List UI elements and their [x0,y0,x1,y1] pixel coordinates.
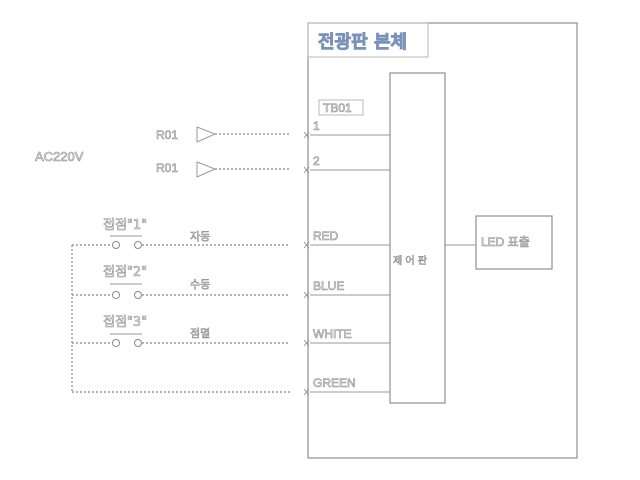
main-unit-box [307,22,578,459]
terminal-marker-icon [303,241,310,249]
signal-blue-label: BLUE [313,279,344,293]
power-input-1-arrow-icon [196,126,217,143]
contact-1-mode: 자동 [190,230,210,243]
main-unit-title: 전광판 본체 [318,32,407,53]
terminal-marker-icon [303,131,310,139]
main-unit-title-box [307,22,429,58]
terminal-marker-icon [303,166,310,174]
contact-1-label: 접점"1" [103,218,147,233]
controller-box [389,72,446,404]
power-label: AC220V [35,149,84,164]
led-display-box [475,215,553,270]
terminal-1-label: 1 [313,119,320,133]
contact-2-label: 접점"2" [103,265,147,280]
terminal-marker-icon [303,339,310,347]
contact-2-left-terminal-icon [112,291,120,299]
contact-3-mode: 점멸 [190,327,210,340]
terminal-2-label: 2 [313,154,320,168]
contact-2-right-terminal-icon [134,291,142,299]
led-display-label: LED 표출 [481,235,530,249]
power-input-2-label: R01 [156,161,178,175]
signal-white-label: WHITE [313,327,352,341]
terminal-marker-icon [303,291,310,299]
power-input-2-arrow-icon [196,161,217,178]
terminal-block-label: TB01 [323,101,352,115]
terminal-markers [303,131,310,396]
signal-green-label: GREEN [313,376,356,390]
power-input-1-label: R01 [156,128,178,142]
contact-3-left-terminal-icon [112,339,120,347]
terminal-block-box [318,99,364,116]
contact-1-left-terminal-icon [112,241,120,249]
contact-1-right-terminal-icon [134,241,142,249]
contact-3-label: 접점"3" [103,315,147,330]
contact-2-mode: 수동 [190,278,210,291]
signal-red-label: RED [313,229,339,243]
terminal-marker-icon [303,388,310,396]
contact-3-right-terminal-icon [134,339,142,347]
controller-label: 제 어 판 [393,255,427,267]
